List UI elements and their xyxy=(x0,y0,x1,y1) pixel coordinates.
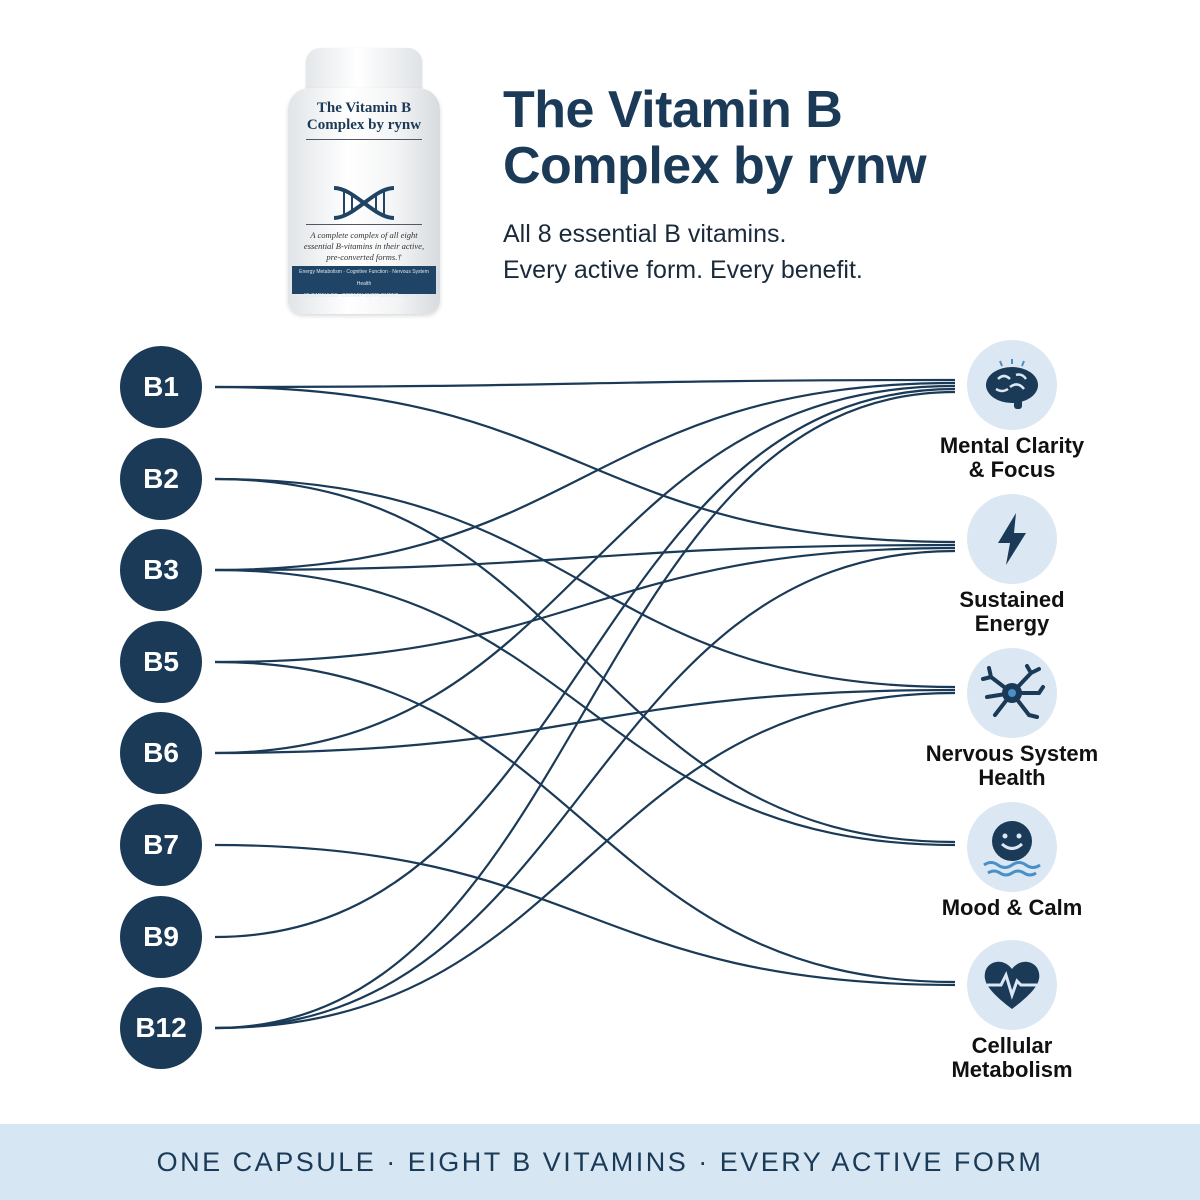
vitamin-node-b5: B5 xyxy=(120,621,202,703)
vitamin-node-b3: B3 xyxy=(120,529,202,611)
benefit-label: Mental Clarity xyxy=(939,433,1085,458)
vitamin-node-b1: B1 xyxy=(120,346,202,428)
dna-icon xyxy=(333,186,395,220)
divider xyxy=(306,139,422,140)
vitamin-node-b2: B2 xyxy=(120,438,202,520)
brain-icon xyxy=(967,340,1057,430)
connection-b12-benefit-2 xyxy=(214,691,956,1030)
benefit-label: Mood & Calm xyxy=(941,895,1083,920)
connection-b2-benefit-2 xyxy=(214,477,956,689)
vitamin-node-b9: B9 xyxy=(120,896,202,978)
lightning-bolt-icon xyxy=(967,494,1057,584)
divider xyxy=(306,224,422,225)
benefit-label: Energy xyxy=(974,611,1050,636)
bottle-description: A complete complex of all eight essentia… xyxy=(303,230,425,262)
title-line1: The Vitamin B xyxy=(503,81,843,139)
bottle-band: Energy Metabolism · Cognitive Function ·… xyxy=(292,266,436,299)
connection-b12-benefit-0 xyxy=(214,390,956,1030)
connection-b1-benefit-0 xyxy=(214,378,956,389)
connection-b6-benefit-0 xyxy=(214,384,956,755)
benefit-mood-calm: Mood & Calm xyxy=(912,802,1112,920)
connection-b3-benefit-0 xyxy=(214,381,956,572)
connection-b7-benefit-4 xyxy=(214,843,956,987)
benefit-label: Sustained xyxy=(959,587,1065,612)
subtitle-line1: All 8 essential B vitamins. xyxy=(503,220,787,248)
footer-banner: ONE CAPSULE · EIGHT B VITAMINS · EVERY A… xyxy=(0,1124,1200,1200)
vitamin-node-b7: B7 xyxy=(120,804,202,886)
heart-pulse-icon xyxy=(967,940,1057,1030)
benefit-label: Cellular xyxy=(971,1033,1053,1058)
benefit-label: Metabolism xyxy=(951,1057,1073,1082)
benefit-label: Nervous System xyxy=(925,741,1099,766)
bottle-band-line1: Energy Metabolism · Cognitive Function ·… xyxy=(299,269,429,287)
vitamin-node-b12: B12 xyxy=(120,987,202,1069)
connection-b5-benefit-4 xyxy=(214,660,956,984)
bottle-label-line2: Complex by rynw xyxy=(306,117,422,133)
benefit-label: Health xyxy=(978,765,1046,790)
connection-b2-benefit-3 xyxy=(214,477,956,844)
bottle-label-line1: The Vitamin B xyxy=(316,100,412,116)
connection-b5-benefit-1 xyxy=(214,546,956,664)
bottle-cap xyxy=(306,48,422,92)
connection-b3-benefit-1 xyxy=(214,543,956,572)
neuron-icon xyxy=(967,648,1057,738)
connection-b6-benefit-2 xyxy=(214,688,956,755)
connection-b12-benefit-1 xyxy=(214,549,956,1030)
title-line2: Complex by rynw xyxy=(503,137,927,195)
footer-tagline: ONE CAPSULE · EIGHT B VITAMINS · EVERY A… xyxy=(156,1146,1044,1177)
subtitle-line2: Every active form. Every benefit. xyxy=(503,256,863,284)
connection-b1-benefit-1 xyxy=(214,385,956,544)
connection-b9-benefit-0 xyxy=(214,387,956,939)
smiley-wave-icon xyxy=(967,802,1057,892)
subtitle: All 8 essential B vitamins. Every active … xyxy=(503,216,863,288)
benefit-mental-clarity: Mental Clarity& Focus xyxy=(912,340,1112,482)
vitamin-node-b6: B6 xyxy=(120,712,202,794)
benefit-label: & Focus xyxy=(968,457,1056,482)
bottle-band-line2: 30 CAPSULES · DIETARY SUPPLEMENT · rynw.… xyxy=(304,293,424,299)
connection-b3-benefit-3 xyxy=(214,568,956,847)
